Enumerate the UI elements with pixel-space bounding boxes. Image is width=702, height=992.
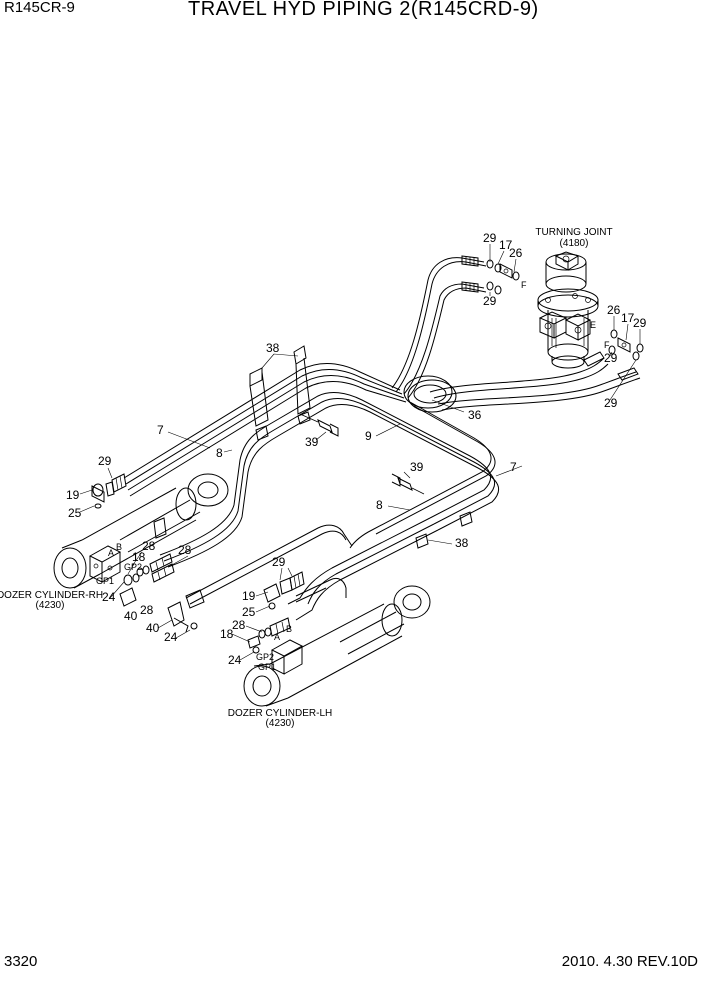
callout-29: 29 [604, 351, 618, 365]
bracket-38-lower [415, 511, 473, 549]
callout-7: 7 [510, 460, 517, 474]
bracket-38-upper [249, 345, 311, 441]
callout-24: 24 [164, 630, 178, 644]
leader-lines [79, 244, 641, 661]
turning-joint-name: TURNING JOINT [535, 227, 612, 238]
port-mark-f-right: F [604, 340, 610, 350]
callout-24: 24 [228, 653, 242, 667]
callout-28: 28 [140, 603, 154, 617]
dozer-lh-name: DOZER CYLINDER-LH [228, 708, 332, 719]
rh-port-gp1: GP1 [96, 576, 114, 586]
rh-port-b: B [116, 542, 122, 552]
callout-26: 26 [509, 246, 523, 260]
callout-19: 19 [66, 488, 80, 502]
callout-38: 38 [266, 341, 280, 355]
turning-joint-fittings [486, 259, 644, 361]
callout-17: 17 [499, 238, 513, 252]
dozer-lh-ref: (4230) [266, 718, 295, 729]
page-number: 3320 [4, 953, 38, 970]
callout-19: 19 [242, 589, 256, 603]
callout-29: 29 [483, 294, 497, 308]
callout-29: 29 [272, 555, 286, 569]
turning-joint-ref: (4180) [560, 238, 589, 249]
callout-29: 29 [633, 316, 647, 330]
clamp-36 [403, 375, 465, 413]
callout-40: 40 [124, 609, 138, 623]
page-title: TRAVEL HYD PIPING 2(R145CRD-9) [188, 0, 539, 20]
lh-port-gp1: GP1 [258, 662, 276, 672]
revision-date: 2010. 4.30 REV.10D [561, 953, 698, 970]
callout-24: 24 [102, 590, 116, 604]
bolt-39-lower [391, 471, 425, 495]
callout-28: 28 [178, 543, 192, 557]
dozer-cylinder-rh: A B GP2 GP1 DOZER CYLINDER-RH (4230) [0, 473, 229, 611]
callout-38: 38 [455, 536, 469, 550]
callout-7: 7 [157, 423, 164, 437]
callout-25: 25 [242, 605, 256, 619]
callout-8: 8 [216, 446, 223, 460]
bolt-39-upper [299, 413, 339, 441]
dozer-rh-name: DOZER CYLINDER-RH [0, 590, 103, 601]
callout-28: 28 [142, 539, 156, 553]
rh-port-gp2: GP2 [124, 562, 142, 572]
rh-fittings [91, 473, 175, 607]
callout-25: 25 [68, 506, 82, 520]
lh-port-a: A [274, 632, 280, 642]
callout-18: 18 [132, 550, 146, 564]
callout-40: 40 [146, 621, 160, 635]
callout-36: 36 [468, 408, 482, 422]
callout-17: 17 [621, 311, 635, 325]
dozer-rh-ref: (4230) [36, 600, 65, 611]
callout-9: 9 [365, 429, 372, 443]
hose-group-turning-joint [391, 255, 641, 411]
callout-29: 29 [98, 454, 112, 468]
lh-port-gp2: GP2 [256, 652, 274, 662]
lh-fittings [167, 571, 305, 654]
callout-18: 18 [220, 627, 234, 641]
callout-28: 28 [232, 618, 246, 632]
callout-26: 26 [607, 303, 621, 317]
port-mark-e: E [590, 320, 596, 330]
turning-joint: TURNING JOINT (4180) F E F [521, 227, 613, 369]
callout-39: 39 [410, 460, 424, 474]
model-code: R145CR-9 [4, 0, 75, 16]
callout-labels: 29 17 26 29 26 17 29 29 29 38 7 8 39 9 3… [66, 231, 647, 667]
callout-29: 29 [483, 231, 497, 245]
dozer-cylinder-lh: A B GP2 GP1 DOZER CYLINDER-LH (4230) [228, 585, 431, 729]
callout-8: 8 [376, 498, 383, 512]
callout-39: 39 [305, 435, 319, 449]
port-mark-f-top: F [521, 280, 527, 290]
callout-29: 29 [604, 396, 618, 410]
lh-port-b: B [286, 624, 292, 634]
main-pipes [123, 362, 500, 621]
rh-port-a: A [108, 548, 114, 558]
